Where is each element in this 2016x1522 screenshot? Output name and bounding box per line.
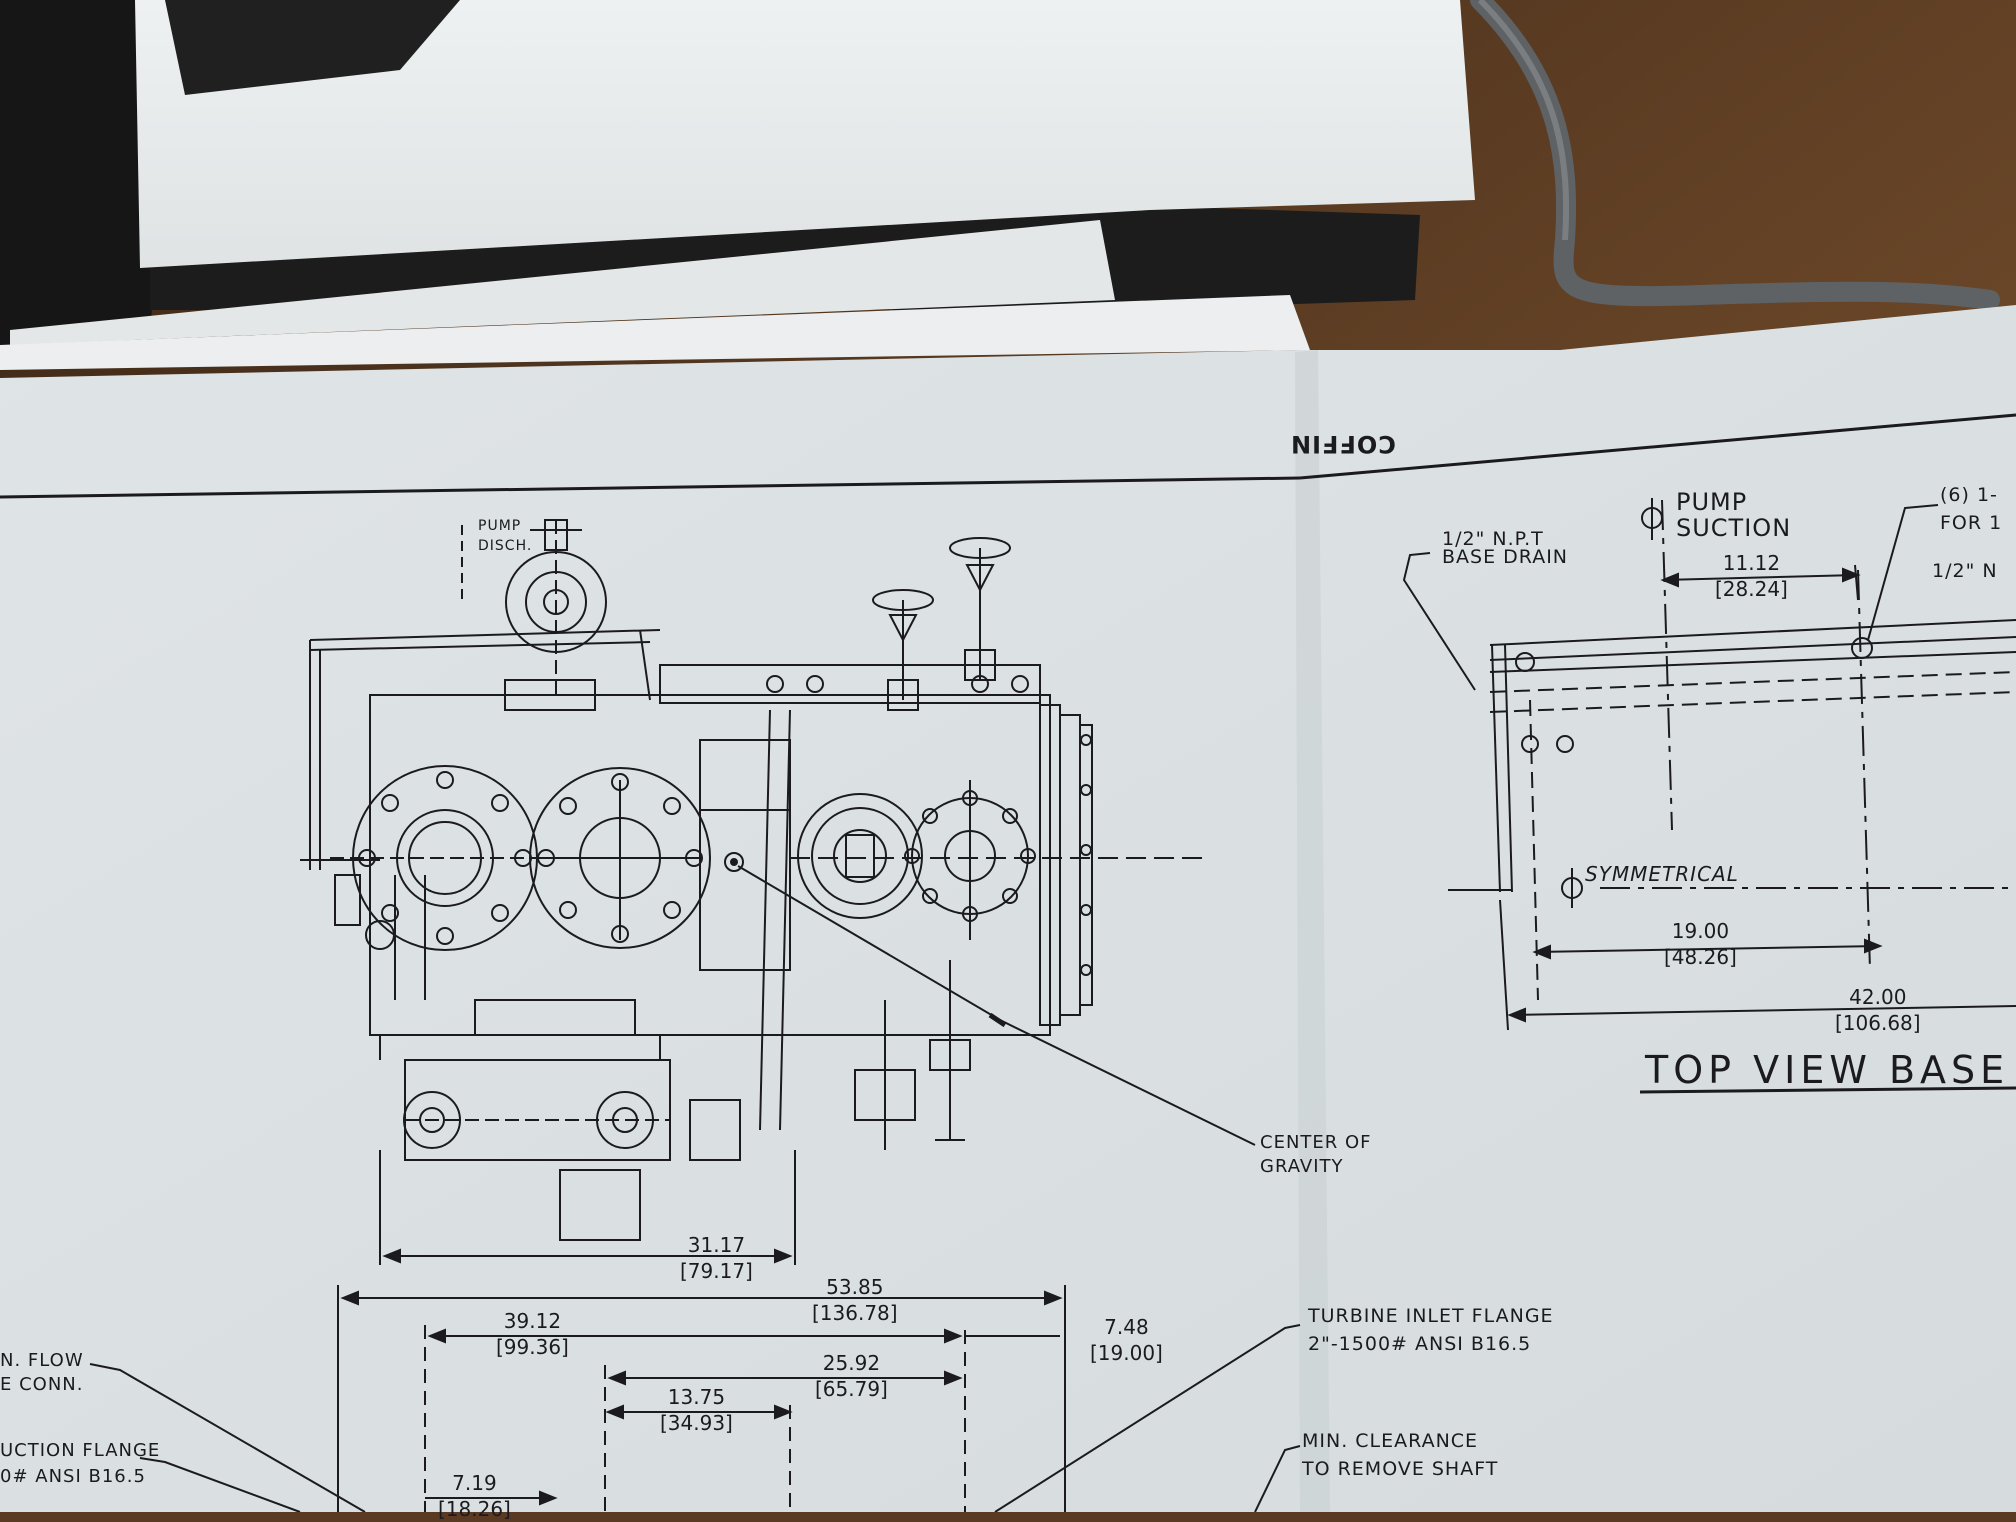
dimension-7-48-mm: [19.00] [1090,1341,1163,1365]
dimension-53-85-in: 53.85 [826,1275,884,1299]
white-sheet-3 [0,295,1310,370]
dimension-42-00-in: 42.00 [1849,985,1907,1009]
dimension-19-00-mm: [48.26] [1664,945,1737,969]
dimension-39-12-mm: [99.36] [496,1335,569,1359]
center-of-gravity-label-2: GRAVITY [1260,1156,1344,1177]
min-flow-label-1: N. FLOW [0,1350,84,1371]
white-sheet-1 [135,0,1475,268]
dimension-7-48-in: 7.48 [1104,1315,1149,1339]
dimension-lines-left [89,525,1301,1513]
dimension-42-00: 42.00 [106.68] [1835,984,1921,1036]
dimension-39-12: 39.12 [99.36] [496,1308,569,1360]
top-view-base-drawing [1402,499,2016,1094]
dimension-39-12-in: 39.12 [503,1309,562,1333]
pump-disch-label-2: DISCH. [478,538,533,554]
pump-suction-label-1: PUMP [1676,488,1748,516]
dimension-7-19: 7.19 [18.26] [438,1470,511,1522]
dimension-7-48: 7.48 [19.00] [1090,1314,1163,1366]
dimension-11-12: 11.12 [28.24] [1715,550,1788,602]
dimension-7-19-in: 7.19 [452,1471,497,1495]
dimension-25-92: 25.92 [65.79] [815,1350,888,1402]
suction-flange-label-2: 0# ANSI B16.5 [0,1466,146,1487]
base-drain-label-1: 1/2" N.P.T [1442,528,1544,550]
dimension-31-17-mm: [79.17] [680,1259,753,1283]
turbine-inlet-label-2: 2"-1500# ANSI B16.5 [1308,1333,1532,1355]
symmetrical-label: SYMMETRICAL [1585,862,1739,886]
min-clearance-label-2: TO REMOVE SHAFT [1302,1458,1499,1480]
white-sheet-dark-strip [165,0,460,95]
dimension-53-85: 53.85 [136.78] [812,1274,898,1326]
top-view-title: TOP VIEW BASE [1645,1048,2010,1092]
dimension-13-75-in: 13.75 [667,1385,726,1409]
dimension-25-92-mm: [65.79] [815,1377,888,1401]
center-of-gravity-label-1: CENTER OF [1260,1132,1372,1153]
drawing-page [0,305,2016,1512]
dimension-42-00-mm: [106.68] [1835,1011,1921,1035]
coffin-header-label: COFFIN [1290,430,1396,458]
note-6-label-3: 1/2" N [1932,560,1998,582]
min-flow-label-2: E CONN. [0,1374,84,1395]
suction-flange-label-1: UCTION FLANGE [0,1440,161,1461]
dimension-19-00-in: 19.00 [1671,919,1730,943]
turbine-inlet-label-1: TURBINE INLET FLANGE [1308,1305,1554,1327]
dimension-11-12-in: 11.12 [1722,551,1781,575]
dimension-13-75-mm: [34.93] [660,1411,733,1435]
min-clearance-label-1: MIN. CLEARANCE [1302,1430,1479,1452]
base-drain-label-2: BASE DRAIN [1442,546,1569,568]
pump-suction-label-2: SUCTION [1676,514,1792,542]
dimension-25-92-in: 25.92 [822,1351,881,1375]
dimension-31-17: 31.17 [79.17] [680,1232,753,1284]
dimension-53-85-mm: [136.78] [812,1301,898,1325]
pump-disch-label-1: PUMP [478,518,522,534]
dark-folder [0,0,170,345]
dimension-11-12-mm: [28.24] [1715,577,1788,601]
dimension-19-00: 19.00 [48.26] [1664,918,1737,970]
dimension-31-17-in: 31.17 [687,1233,746,1257]
dimension-13-75: 13.75 [34.93] [660,1384,733,1436]
white-sheet-2 [10,220,1115,345]
note-6-label-2: FOR 1 [1940,512,2003,534]
pump-assembly-drawing [300,519,1210,1241]
centerline-symbols [1561,498,1663,908]
note-6-label-1: (6) 1- [1940,484,1998,506]
dimension-7-19-mm: [18.26] [438,1497,511,1521]
